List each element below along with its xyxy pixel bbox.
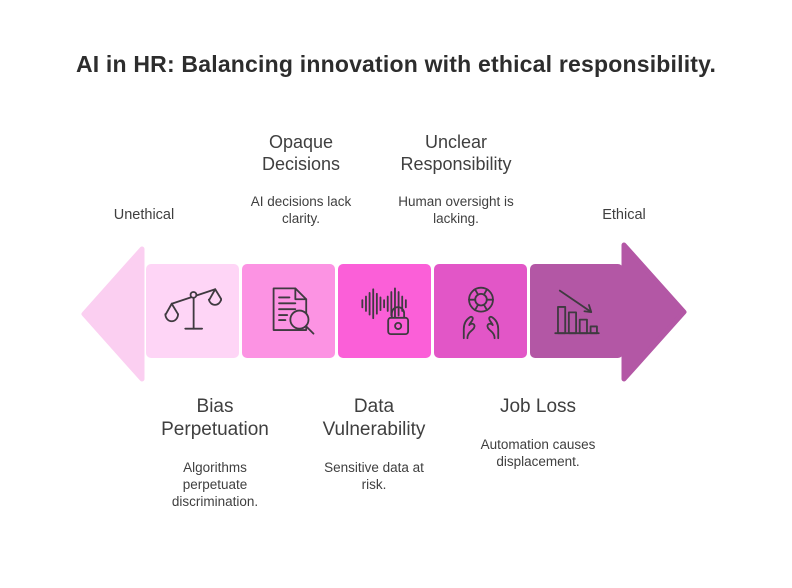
segment-opaque-decisions	[242, 264, 335, 358]
label-bias-perpetuation: Bias Perpetuation Algorithms perpetuate …	[135, 395, 295, 510]
label-opaque-decisions: Opaque Decisions AI decisions lack clari…	[221, 131, 381, 227]
label-heading: Job Loss	[499, 396, 577, 417]
segment-data-vulnerability	[338, 264, 431, 358]
segment-job-loss	[530, 264, 623, 358]
label-heading: Unclear Responsibility	[400, 132, 512, 174]
audio-wave-lock-icon	[360, 287, 409, 336]
page-title: AI in HR: Balancing innovation with ethi…	[75, 51, 717, 77]
label-data-vulnerability: Data Vulnerability Sensitive data at ris…	[294, 395, 454, 493]
hands-lifebuoy-icon	[462, 286, 499, 340]
document-search-icon	[272, 287, 314, 335]
label-description: Human oversight is lacking.	[398, 194, 514, 226]
left-arrow-shape	[81, 246, 145, 382]
scale-label-ethical: Ethical	[602, 207, 646, 223]
label-description: Algorithms perpetuate discrimination.	[171, 460, 259, 509]
label-job-loss: Job Loss Automation causes displacement.	[448, 395, 628, 470]
label-unclear-responsibility: Unclear Responsibility Human oversight i…	[376, 131, 536, 227]
right-arrow-shape	[621, 242, 687, 382]
declining-bar-chart-icon	[553, 289, 600, 335]
label-heading: Data Vulnerability	[322, 396, 426, 440]
right-arrow	[621, 242, 687, 382]
label-description: Sensitive data at risk.	[324, 460, 424, 492]
label-description: Automation causes displacement.	[480, 437, 596, 469]
label-heading: Opaque Decisions	[261, 132, 341, 174]
scale-label-unethical: Unethical	[113, 207, 175, 223]
segment-bias-perpetuation	[146, 264, 239, 358]
segment-unclear-responsibility	[434, 264, 527, 358]
left-arrow	[81, 246, 145, 382]
balance-scale-icon	[163, 288, 222, 330]
label-heading: Bias Perpetuation	[161, 396, 269, 440]
label-description: AI decisions lack clarity.	[250, 194, 352, 226]
